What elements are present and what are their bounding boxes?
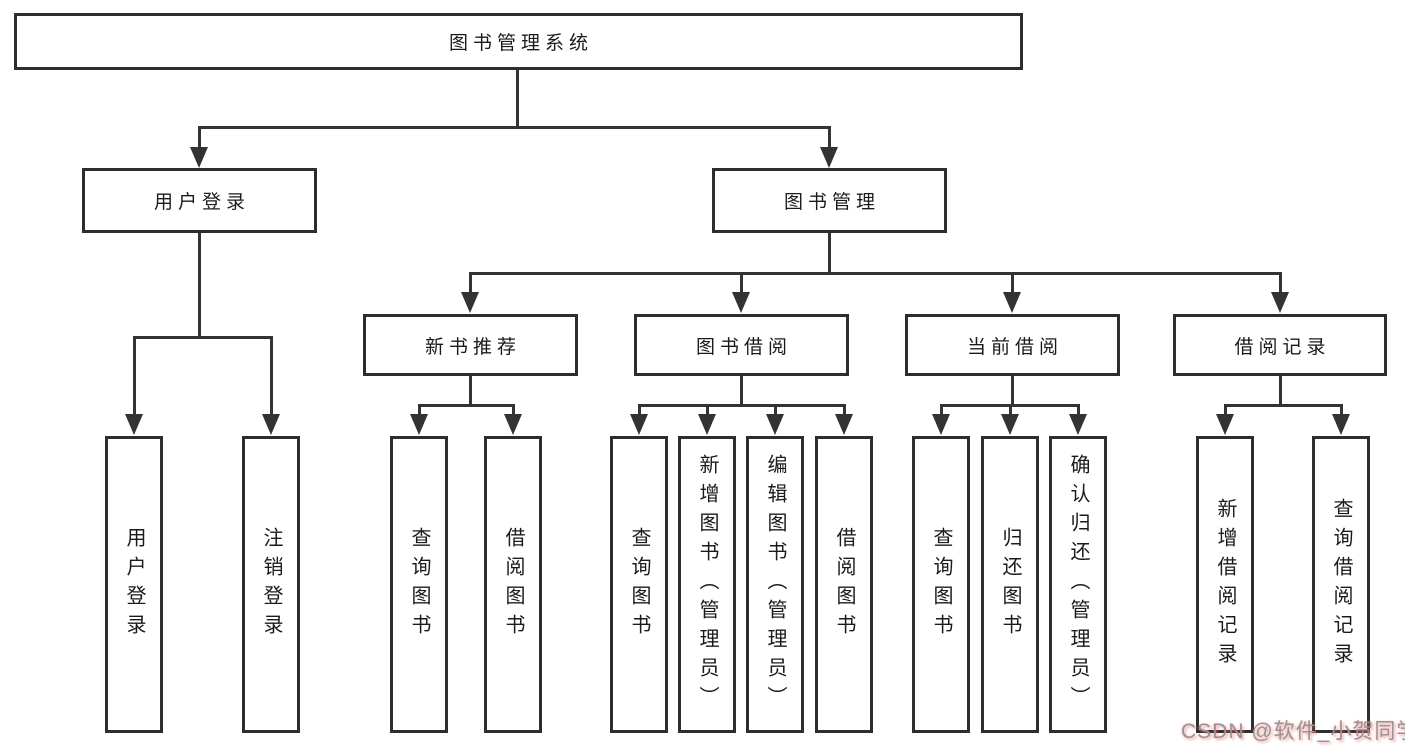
arrow-down-icon <box>262 414 280 435</box>
node-leaf-add-borrow-record: 新增借阅记录 <box>1196 436 1254 733</box>
connector <box>133 336 273 339</box>
connector <box>706 404 709 416</box>
arrow-down-icon <box>1003 292 1021 313</box>
arrow-down-icon <box>630 414 648 435</box>
connector <box>843 404 846 416</box>
connector <box>828 126 831 150</box>
connector <box>638 404 846 407</box>
connector <box>1279 376 1282 407</box>
node-leaf-edit-book-admin: 编辑图书（管理员） <box>746 436 804 733</box>
node-leaf-borrow-book-borrow: 借阅图书 <box>815 436 873 733</box>
node-current-borrow: 当前借阅 <box>905 314 1120 376</box>
connector <box>133 336 136 416</box>
connector <box>940 404 943 416</box>
node-leaf-query-borrow-record: 查询借阅记录 <box>1312 436 1370 733</box>
watermark: CSDN @软件_小贺同学 <box>1181 720 1405 743</box>
connector <box>516 70 519 126</box>
connector <box>1011 376 1014 407</box>
arrow-down-icon <box>766 414 784 435</box>
node-leaf-return-book: 归还图书 <box>981 436 1039 733</box>
arrow-down-icon <box>1001 414 1019 435</box>
arrow-down-icon <box>835 414 853 435</box>
arrow-down-icon <box>461 292 479 313</box>
arrow-down-icon <box>932 414 950 435</box>
connector <box>1009 404 1012 416</box>
arrow-down-icon <box>410 414 428 435</box>
node-book-mgmt: 图书管理 <box>712 168 947 233</box>
connector <box>774 404 777 416</box>
connector <box>1340 404 1343 416</box>
connector <box>1077 404 1080 416</box>
connector <box>469 376 472 407</box>
arrow-down-icon <box>732 292 750 313</box>
connector <box>198 126 201 150</box>
arrow-down-icon <box>1332 414 1350 435</box>
connector <box>1224 404 1227 416</box>
arrow-down-icon <box>125 414 143 435</box>
node-leaf-add-book-admin: 新增图书（管理员） <box>678 436 736 733</box>
node-new-book-rec: 新书推荐 <box>363 314 578 376</box>
node-leaf-logout: 注销登录 <box>242 436 300 733</box>
connector <box>469 272 1282 275</box>
node-book-borrow: 图书借阅 <box>634 314 849 376</box>
node-leaf-query-book-rec: 查询图书 <box>390 436 448 733</box>
node-borrow-records: 借阅记录 <box>1173 314 1387 376</box>
connector <box>1011 272 1014 294</box>
connector <box>198 233 201 336</box>
connector <box>638 404 641 416</box>
connector <box>740 272 743 294</box>
arrow-down-icon <box>504 414 522 435</box>
arrow-down-icon <box>1216 414 1234 435</box>
connector <box>1224 404 1343 407</box>
connector <box>469 272 472 294</box>
connector <box>512 404 515 416</box>
arrow-down-icon <box>698 414 716 435</box>
arrow-down-icon <box>190 147 208 168</box>
arrow-down-icon <box>1271 292 1289 313</box>
node-leaf-confirm-return-admin: 确认归还（管理员） <box>1049 436 1107 733</box>
connector <box>270 336 273 416</box>
connector <box>418 404 515 407</box>
node-leaf-query-book-borrow: 查询图书 <box>610 436 668 733</box>
connector <box>418 404 421 416</box>
connector <box>1279 272 1282 294</box>
connector <box>740 376 743 407</box>
connector <box>198 126 831 129</box>
node-leaf-query-book-current: 查询图书 <box>912 436 970 733</box>
arrow-down-icon <box>1069 414 1087 435</box>
node-leaf-user-login: 用户登录 <box>105 436 163 733</box>
connector <box>828 233 831 272</box>
node-user-login: 用户登录 <box>82 168 317 233</box>
node-leaf-borrow-book-rec: 借阅图书 <box>484 436 542 733</box>
arrow-down-icon <box>820 147 838 168</box>
node-root: 图书管理系统 <box>14 13 1023 70</box>
